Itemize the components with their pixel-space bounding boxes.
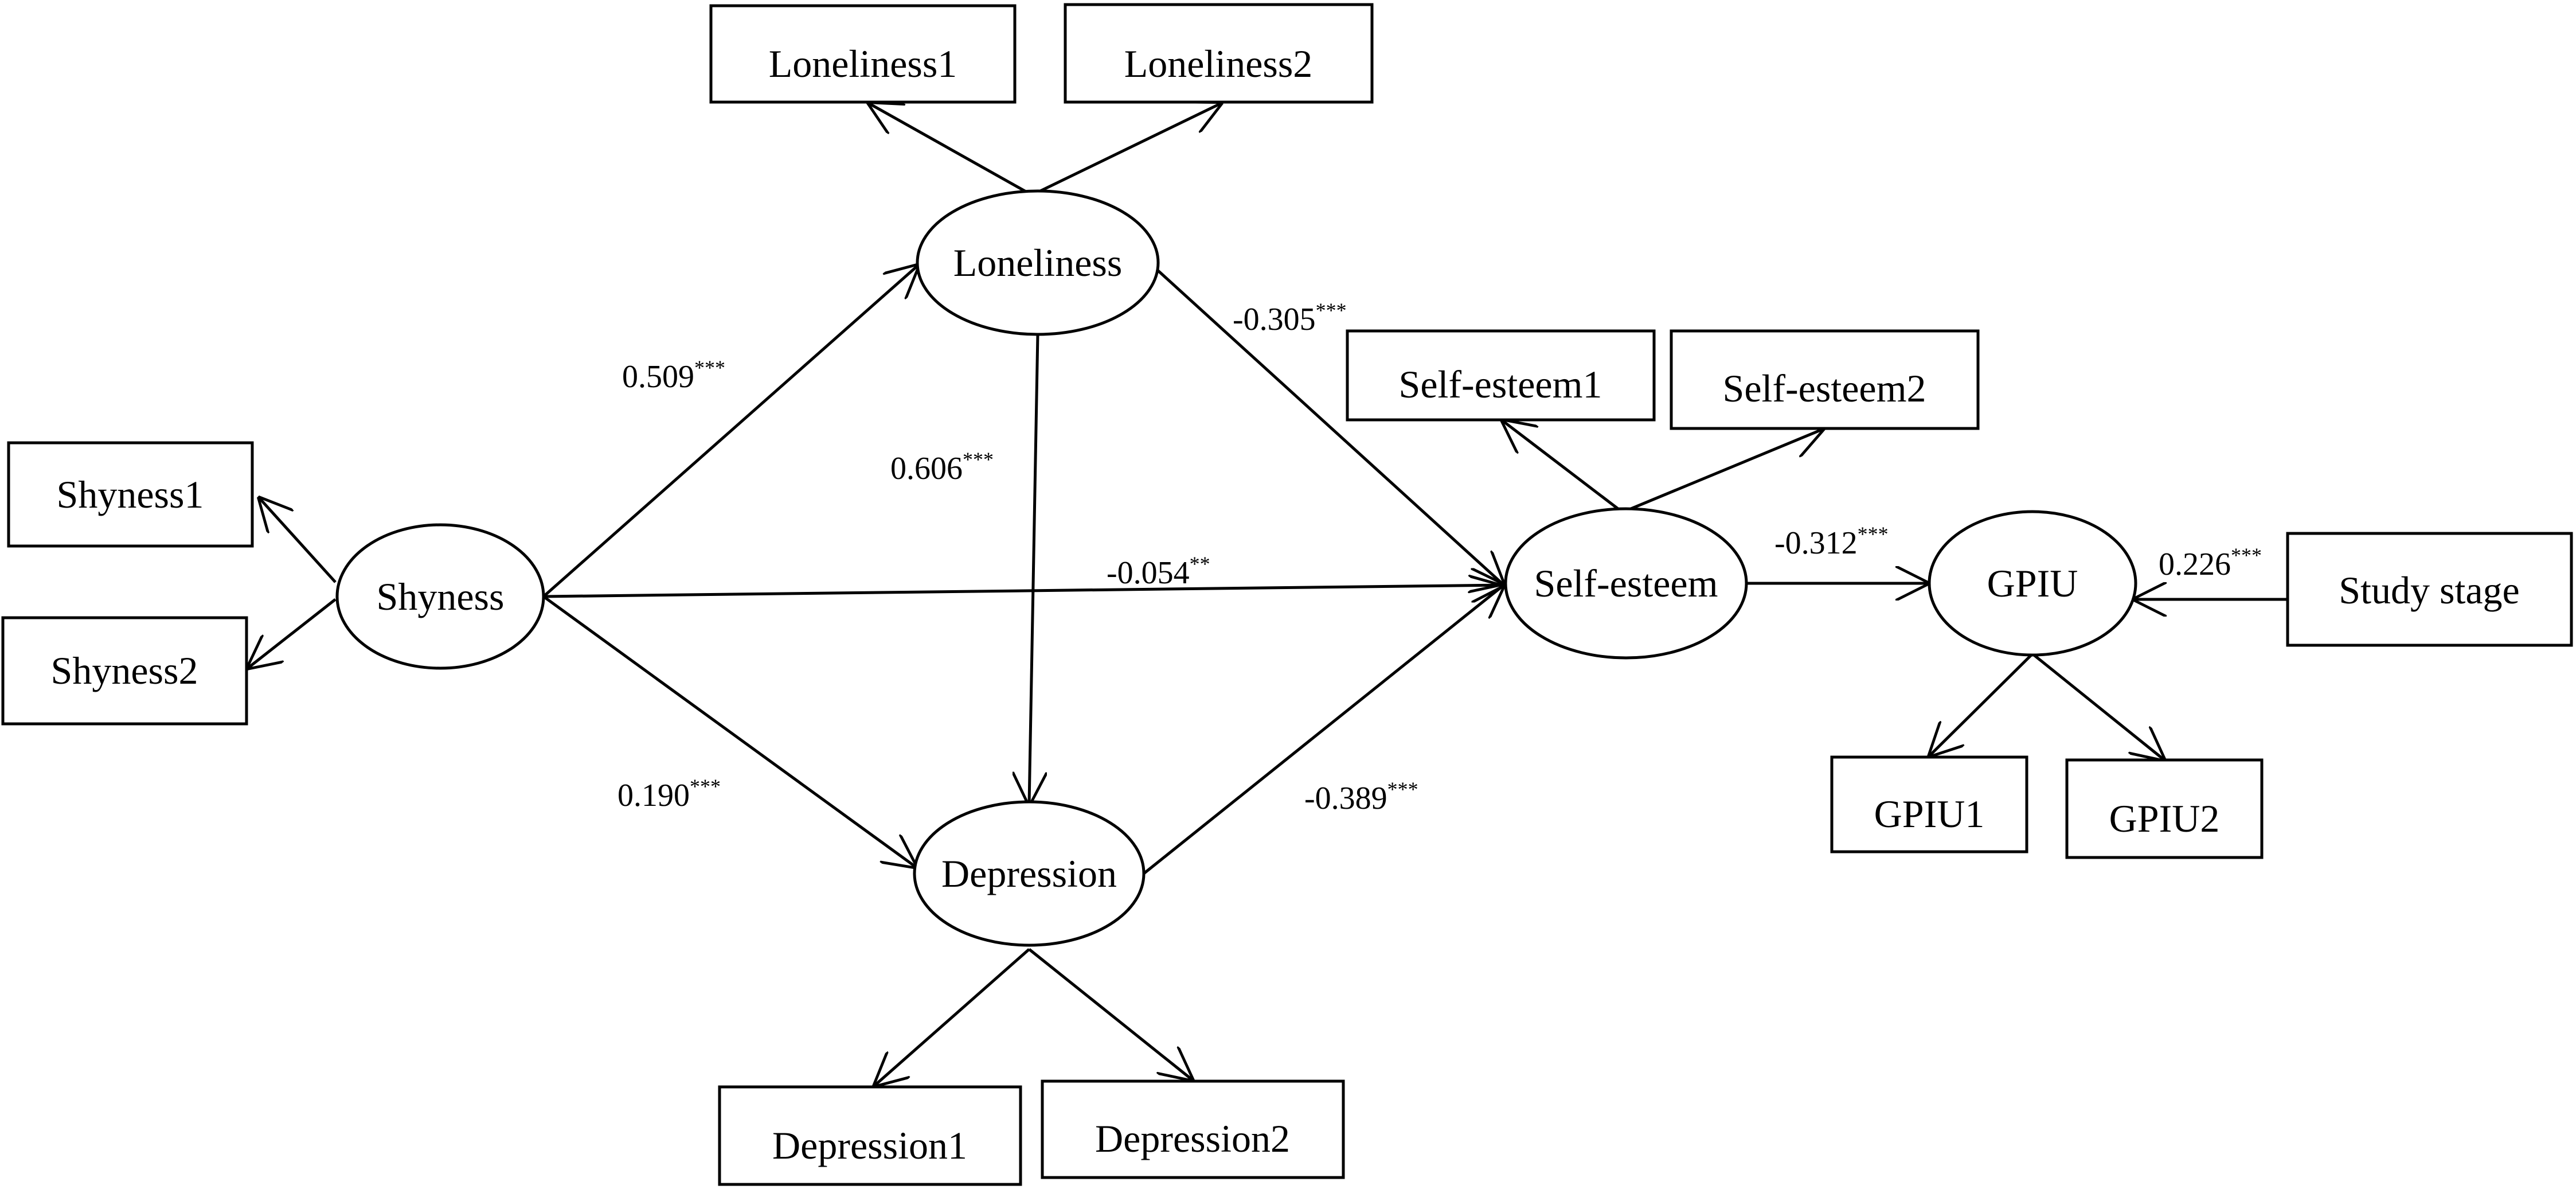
box-loneliness2: Loneliness2 xyxy=(1064,3,1374,104)
depression1-label: Depression1 xyxy=(772,1124,967,1167)
box-gpiu2: GPIU2 xyxy=(2065,758,2264,859)
coef-loneliness-depression: 0.606*** xyxy=(890,448,994,486)
edge-loneliness-loneliness1 xyxy=(869,103,1033,197)
edge-loneliness-self-esteem xyxy=(1157,270,1504,585)
coef-depression-self-esteem: -0.389*** xyxy=(1304,778,1418,816)
edge-self-esteem-self-esteem1 xyxy=(1502,420,1624,513)
shyness1-label: Shyness1 xyxy=(57,473,204,516)
edges xyxy=(248,103,2286,1086)
self-esteem1-label: Self-esteem1 xyxy=(1399,362,1602,406)
box-self-esteem1: Self-esteem1 xyxy=(1346,329,1656,422)
gpiu2-label: GPIU2 xyxy=(2109,797,2220,840)
edge-gpiu-gpiu2 xyxy=(2031,653,2164,760)
depression2-label: Depression2 xyxy=(1095,1117,1290,1160)
coef-study-stage-gpiu: 0.226*** xyxy=(2159,544,2262,582)
coefficients: 0.509*** 0.606*** -0.305*** -0.054** 0.1… xyxy=(617,299,2262,816)
box-study-stage: Study stage xyxy=(2286,532,2573,647)
edge-shyness-self-esteem xyxy=(543,585,1504,597)
edge-self-esteem-self-esteem2 xyxy=(1622,429,1823,514)
box-self-esteem2: Self-esteem2 xyxy=(1670,329,1980,430)
loneliness-label: Loneliness xyxy=(953,241,1123,284)
node-self-esteem: Self-esteem xyxy=(1504,507,1748,660)
box-depression2: Depression2 xyxy=(1041,1079,1345,1179)
node-depression: Depression xyxy=(913,800,1146,947)
edge-depression-depression1 xyxy=(874,948,1030,1086)
node-shyness: Shyness xyxy=(335,523,545,670)
node-loneliness: Loneliness xyxy=(916,189,1160,336)
latent-variables: Shyness Loneliness Depression Self-estee… xyxy=(335,189,2137,947)
node-gpiu: GPIU xyxy=(1928,510,2137,657)
edge-shyness-depression xyxy=(542,595,916,867)
study-stage-label: Study stage xyxy=(2339,568,2519,612)
shyness2-label: Shyness2 xyxy=(51,649,198,692)
edge-shyness-shyness2 xyxy=(248,598,337,668)
self-esteem-label: Self-esteem xyxy=(1534,562,1718,605)
box-shyness1: Shyness1 xyxy=(7,441,254,548)
indicators: Shyness1 Shyness2 Loneliness1 Loneliness… xyxy=(1,3,2573,1186)
loneliness2-label: Loneliness2 xyxy=(1124,42,1313,85)
self-esteem2-label: Self-esteem2 xyxy=(1723,367,1926,410)
depression-label: Depression xyxy=(941,852,1117,895)
gpiu-label: GPIU xyxy=(1987,562,2078,605)
coef-loneliness-self-esteem: -0.305*** xyxy=(1233,299,1347,337)
loneliness1-label: Loneliness1 xyxy=(769,42,957,85)
edge-loneliness-depression xyxy=(1029,334,1038,805)
edge-depression-depression2 xyxy=(1028,948,1193,1080)
edge-loneliness-loneliness2 xyxy=(1031,103,1221,197)
box-shyness2: Shyness2 xyxy=(1,616,248,726)
edge-gpiu-gpiu1 xyxy=(1929,653,2034,756)
gpiu1-label: GPIU1 xyxy=(1874,792,1985,836)
edge-shyness-shyness1 xyxy=(259,498,337,583)
coef-shyness-self-esteem: -0.054** xyxy=(1107,552,1210,591)
shyness-label: Shyness xyxy=(377,575,505,618)
box-depression1: Depression1 xyxy=(718,1085,1022,1186)
box-loneliness1: Loneliness1 xyxy=(709,4,1017,104)
coef-shyness-loneliness: 0.509*** xyxy=(622,356,725,395)
box-gpiu1: GPIU1 xyxy=(1830,755,2028,853)
coef-shyness-depression: 0.190*** xyxy=(617,775,721,813)
edge-shyness-loneliness xyxy=(542,265,918,598)
edge-depression-self-esteem xyxy=(1143,585,1504,875)
coef-self-esteem-gpiu: -0.312*** xyxy=(1774,523,1889,561)
